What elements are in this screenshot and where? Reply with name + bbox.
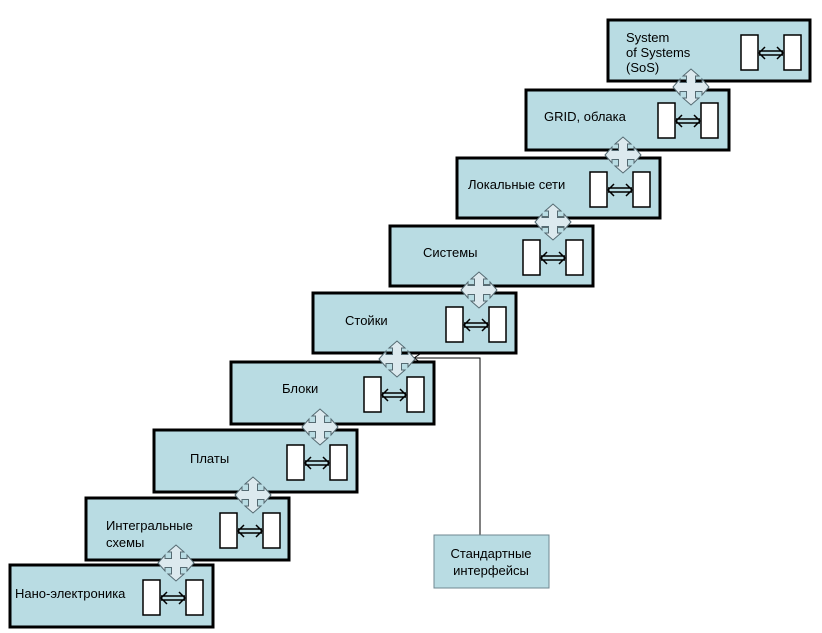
callout-box-frame — [433, 534, 550, 589]
four-way-arrow-icon — [604, 136, 642, 174]
level-label-line: Блоки — [282, 381, 318, 396]
level-label-line: Системы — [423, 245, 477, 260]
four-way-arrow-icon — [534, 203, 572, 241]
level-label: Интегральные схемы — [106, 518, 193, 550]
port-left-rect — [589, 171, 608, 208]
callout-leader-line — [414, 357, 481, 535]
level-label: Блоки — [282, 381, 318, 396]
level-label: Локальные сети — [468, 177, 565, 192]
double-arrow-icon — [463, 318, 489, 332]
port-right-rect — [329, 444, 348, 481]
level-label-line: Интегральные — [106, 518, 193, 533]
double-arrow-icon — [381, 388, 407, 402]
level-label: Платы — [190, 451, 229, 466]
level-label: Стойки — [345, 313, 388, 328]
port-left-rect — [142, 579, 161, 616]
level-label-line: Стойки — [345, 313, 388, 328]
level-box-ic: Интегральные схемы — [84, 496, 291, 562]
four-way-arrow-icon — [378, 340, 416, 378]
port-right-rect — [700, 102, 719, 139]
four-way-arrow-icon — [672, 68, 710, 106]
level-label-line: Нано-электроника — [15, 586, 126, 601]
callout-label: Стандартные интерфейсы — [450, 546, 531, 578]
port-left-rect — [522, 239, 541, 276]
interface-icon — [286, 444, 348, 481]
four-way-arrow-icon — [301, 408, 339, 446]
double-arrow-icon — [237, 524, 263, 538]
callout-label-line: интерфейсы — [453, 563, 529, 578]
level-label-line: System — [626, 30, 669, 45]
four-way-arrow-icon — [157, 544, 195, 582]
level-label-line: GRID, облака — [544, 109, 627, 124]
level-label: Нано-электроника — [15, 586, 126, 601]
interface-icon — [589, 171, 651, 208]
level-label-line: Локальные сети — [468, 177, 565, 192]
port-right-rect — [783, 34, 802, 71]
level-label-line: схемы — [106, 535, 144, 550]
port-right-rect — [406, 376, 425, 413]
double-arrow-icon — [758, 46, 784, 60]
interface-icon — [740, 34, 802, 71]
interface-icon — [219, 512, 281, 549]
port-right-rect — [262, 512, 281, 549]
level-box-systems: Системы — [388, 224, 595, 288]
level-label: Системы — [423, 245, 477, 260]
port-left-rect — [740, 34, 759, 71]
level-label-line: of Systems — [626, 45, 691, 60]
port-right-rect — [185, 579, 204, 616]
level-box-racks: Стойки — [311, 291, 518, 355]
double-arrow-icon — [540, 251, 566, 265]
level-label-line: Платы — [190, 451, 229, 466]
level-label-line: (SoS) — [626, 60, 659, 75]
port-left-rect — [219, 512, 238, 549]
callout-label-line: Стандартные — [450, 546, 531, 561]
level-connectors — [157, 68, 710, 582]
port-left-rect — [286, 444, 305, 481]
double-arrow-icon — [304, 456, 330, 470]
level-box-blocks: Блоки — [229, 360, 436, 426]
interface-icon — [363, 376, 425, 413]
standard-interfaces-callout: Стандартные интерфейсы — [433, 534, 550, 589]
four-way-arrow-icon — [460, 271, 498, 309]
port-left-rect — [445, 306, 464, 343]
double-arrow-icon — [607, 183, 633, 197]
double-arrow-icon — [675, 114, 701, 128]
interface-icon — [657, 102, 719, 139]
port-right-rect — [632, 171, 651, 208]
port-right-rect — [565, 239, 584, 276]
port-right-rect — [488, 306, 507, 343]
port-left-rect — [363, 376, 382, 413]
four-way-arrow-icon — [234, 476, 272, 514]
interface-icon — [142, 579, 204, 616]
interface-icon — [522, 239, 584, 276]
port-left-rect — [657, 102, 676, 139]
double-arrow-icon — [160, 591, 186, 605]
interface-icon — [445, 306, 507, 343]
level-label: GRID, облака — [544, 109, 627, 124]
level-boxes: Нано-электроника Интегральные схемы Платы Бл… — [8, 18, 812, 629]
